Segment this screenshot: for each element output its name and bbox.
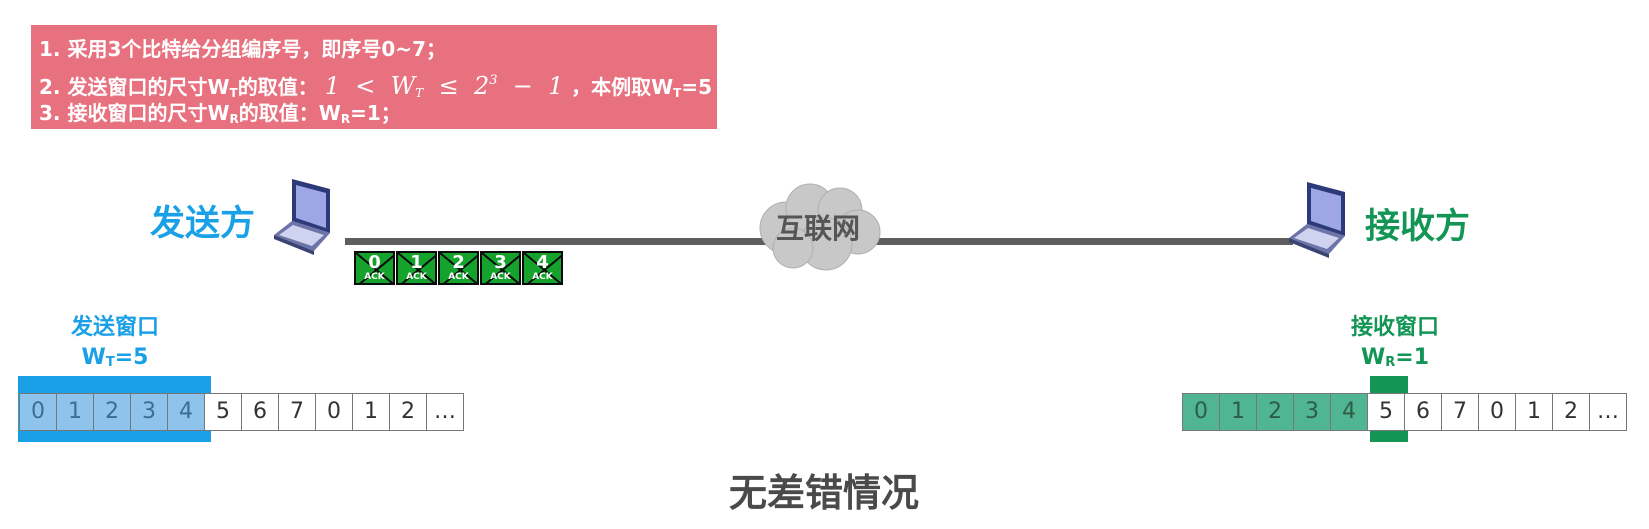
seq-cell: 5: [204, 393, 242, 431]
info-box: 1. 采用3个比特给分组编序号，即序号0~7； 2. 发送窗口的尺寸WT的取值：…: [31, 25, 717, 129]
math-one: 1: [324, 72, 340, 100]
receiver-window-title: 接收窗口 WR=1: [1330, 313, 1460, 378]
ack-label: ACK: [532, 272, 553, 282]
laptop-icon: [270, 177, 350, 267]
seq-cell: 0: [1478, 393, 1516, 431]
math-le: ≤: [438, 72, 459, 100]
info-line-3-sub-2: R: [340, 112, 351, 126]
seq-cell: 7: [1441, 393, 1479, 431]
seq-cell: 3: [1293, 393, 1331, 431]
seq-cell: 5: [1367, 393, 1405, 431]
ack-packet: 3 ACK: [480, 251, 521, 285]
seq-cell: 2: [1552, 393, 1590, 431]
sender-w: W: [81, 345, 106, 370]
sender-sequence: 0 1 2 3 4 5 6 7 0 1 2 …: [19, 393, 464, 431]
seq-cell: 0: [315, 393, 353, 431]
seq-cell: 3: [130, 393, 168, 431]
info-line-2: 2. 发送窗口的尺寸WT的取值： 1 < WT ≤ 23 − 1 ，本例取WT=…: [39, 65, 717, 100]
seq-cell: 0: [19, 393, 57, 431]
ack-label: ACK: [406, 272, 427, 282]
receiver-w: W: [1360, 345, 1386, 370]
info-line-3-suffix: 的取值：W: [238, 101, 341, 125]
math-minus: −: [512, 72, 533, 100]
ack-packet: 1 ACK: [396, 251, 437, 285]
receiver-window-label: 接收窗口: [1350, 315, 1439, 340]
sender-w-value: =5: [114, 345, 149, 370]
internet-label: 互联网: [775, 212, 860, 245]
receiver-label: 接收方: [1365, 207, 1471, 247]
info-line-3: 3. 接收窗口的尺寸WR的取值：WR=1；: [39, 97, 717, 129]
sender-window-label: 发送窗口: [70, 315, 159, 340]
seq-cell: 6: [241, 393, 279, 431]
info-line-2-suffix-sub: T: [673, 86, 682, 100]
math-exp: 3: [489, 73, 498, 88]
cloud-icon: [748, 178, 888, 274]
window-size-formula: 1 < WT ≤ 23 − 1: [325, 72, 571, 100]
seq-cell: …: [426, 393, 464, 431]
info-line-1: 1. 采用3个比特给分组编序号，即序号0~7；: [39, 37, 446, 61]
sender-w-sub: T: [105, 355, 115, 370]
ack-packet: 4 ACK: [522, 251, 563, 285]
sender-label: 发送方: [150, 204, 256, 244]
seq-cell: 1: [56, 393, 94, 431]
info-line-2-suffix: ，本例取W: [571, 75, 674, 99]
seq-cell: 2: [389, 393, 427, 431]
receiver-window-size: WR=1: [1330, 343, 1460, 378]
receiver-w-sub: R: [1385, 355, 1396, 370]
info-line-2-sub: T: [229, 86, 238, 100]
seq-cell: 1: [1219, 393, 1257, 431]
ack-packet: 2 ACK: [438, 251, 479, 285]
ack-label: ACK: [448, 272, 469, 282]
ack-number: 3: [494, 252, 507, 273]
ack-label: ACK: [490, 272, 511, 282]
math-one-2: 1: [548, 72, 564, 100]
ack-number: 2: [452, 252, 465, 273]
seq-cell: 7: [278, 393, 316, 431]
math-two: 2: [473, 72, 490, 100]
seq-cell: 1: [1515, 393, 1553, 431]
seq-cell: …: [1589, 393, 1627, 431]
seq-cell: 4: [167, 393, 205, 431]
info-line-3-prefix: 3. 接收窗口的尺寸W: [39, 101, 230, 125]
info-line-2-suffix-value: =5: [681, 75, 713, 99]
seq-cell: 2: [1256, 393, 1294, 431]
ack-packet: 0 ACK: [354, 251, 395, 285]
info-line-3-end: =1；: [350, 101, 401, 125]
math-w: W: [390, 72, 416, 100]
seq-cell: 1: [352, 393, 390, 431]
math-lt: <: [355, 72, 376, 100]
sender-window-title: 发送窗口 WT=5: [50, 313, 180, 378]
seq-cell: 2: [93, 393, 131, 431]
ack-number: 4: [536, 252, 549, 273]
info-line-2-mid: 的取值：: [237, 75, 318, 99]
receiver-sequence: 0 1 2 3 4 5 6 7 0 1 2 …: [1182, 393, 1627, 431]
scenario-caption: 无差错情况: [728, 471, 919, 515]
sender-window-size: WT=5: [50, 343, 180, 378]
info-line-3-sub: R: [229, 112, 239, 126]
seq-cell: 0: [1182, 393, 1220, 431]
ack-number: 1: [410, 252, 423, 273]
ack-packets: 0 ACK 1 ACK 2 ACK 3 ACK 4 ACK: [354, 251, 564, 285]
receiver-w-value: =1: [1395, 345, 1430, 370]
laptop-icon: [1285, 180, 1365, 270]
ack-number: 0: [368, 252, 381, 273]
seq-cell: 4: [1330, 393, 1368, 431]
info-line-2-prefix: 2. 发送窗口的尺寸W: [39, 75, 230, 99]
seq-cell: 6: [1404, 393, 1442, 431]
math-w-sub: T: [415, 86, 424, 100]
ack-label: ACK: [364, 272, 385, 282]
